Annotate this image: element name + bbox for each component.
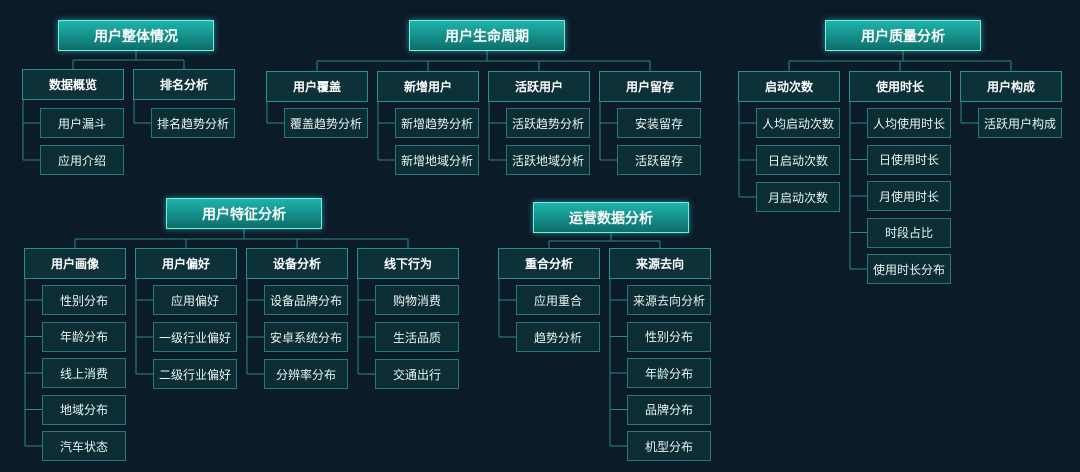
- leaf-node: 安卓系统分布: [264, 322, 348, 352]
- leaf-node: 性别分布: [42, 285, 126, 315]
- category-node: 排名分析: [133, 69, 235, 100]
- category-node: 线下行为: [357, 248, 459, 279]
- leaf-node: 生活品质: [375, 322, 459, 352]
- leaf-node: 日使用时长: [867, 144, 951, 175]
- leaf-node: 新增趋势分析: [395, 108, 479, 138]
- leaf-node: 应用介绍: [40, 145, 124, 175]
- group-title: 用户整体情况: [58, 20, 214, 51]
- leaf-node: 应用偏好: [153, 285, 237, 315]
- category-node: 活跃用户: [488, 71, 590, 102]
- leaf-node: 二级行业偏好: [153, 359, 237, 389]
- leaf-node: 活跃留存: [617, 145, 701, 175]
- leaf-node: 应用重合: [516, 285, 600, 315]
- leaf-node: 一级行业偏好: [153, 322, 237, 352]
- leaf-node: 覆盖趋势分析: [284, 108, 368, 138]
- category-node: 来源去向: [609, 248, 711, 279]
- leaf-node: 新增地域分析: [395, 145, 479, 175]
- leaf-node: 品牌分布: [627, 394, 711, 425]
- group-title: 运营数据分析: [533, 202, 689, 233]
- category-node: 数据概览: [22, 69, 124, 100]
- leaf-node: 趋势分析: [516, 322, 600, 352]
- category-node: 新增用户: [377, 71, 479, 102]
- category-node: 设备分析: [246, 248, 348, 279]
- leaf-node: 月启动次数: [756, 182, 840, 212]
- leaf-node: 用户漏斗: [40, 108, 124, 138]
- leaf-node: 分辨率分布: [264, 359, 348, 389]
- leaf-node: 日启动次数: [756, 145, 840, 175]
- category-node: 用户画像: [24, 248, 126, 279]
- leaf-node: 地域分布: [42, 394, 126, 425]
- leaf-node: 人均使用时长: [867, 108, 951, 138]
- category-node: 用户覆盖: [266, 71, 368, 102]
- leaf-node: 线上消费: [42, 358, 126, 388]
- leaf-node: 性别分布: [627, 321, 711, 352]
- leaf-node: 时段占比: [867, 217, 951, 248]
- category-node: 使用时长: [849, 71, 951, 102]
- group-title: 用户质量分析: [825, 20, 981, 51]
- leaf-node: 月使用时长: [867, 181, 951, 211]
- group-title: 用户生命周期: [409, 20, 565, 51]
- leaf-node: 活跃趋势分析: [506, 108, 590, 138]
- leaf-node: 安装留存: [617, 108, 701, 138]
- leaf-node: 年龄分布: [627, 358, 711, 388]
- leaf-node: 年龄分布: [42, 321, 126, 352]
- leaf-node: 购物消费: [375, 285, 459, 315]
- category-node: 重合分析: [498, 248, 600, 279]
- category-node: 用户留存: [599, 71, 701, 102]
- leaf-node: 排名趋势分析: [151, 108, 235, 138]
- leaf-node: 来源去向分析: [627, 285, 711, 315]
- leaf-node: 机型分布: [627, 431, 711, 461]
- category-node: 启动次数: [738, 71, 840, 102]
- leaf-node: 使用时长分布: [867, 254, 951, 284]
- leaf-node: 活跃地域分析: [506, 145, 590, 175]
- leaf-node: 设备品牌分布: [264, 285, 348, 315]
- leaf-node: 人均启动次数: [756, 108, 840, 138]
- group-title: 用户特征分析: [166, 198, 322, 229]
- category-node: 用户偏好: [135, 248, 237, 279]
- leaf-node: 汽车状态: [42, 431, 126, 461]
- leaf-node: 交通出行: [375, 359, 459, 389]
- category-node: 用户构成: [960, 71, 1062, 102]
- leaf-node: 活跃用户构成: [978, 108, 1062, 138]
